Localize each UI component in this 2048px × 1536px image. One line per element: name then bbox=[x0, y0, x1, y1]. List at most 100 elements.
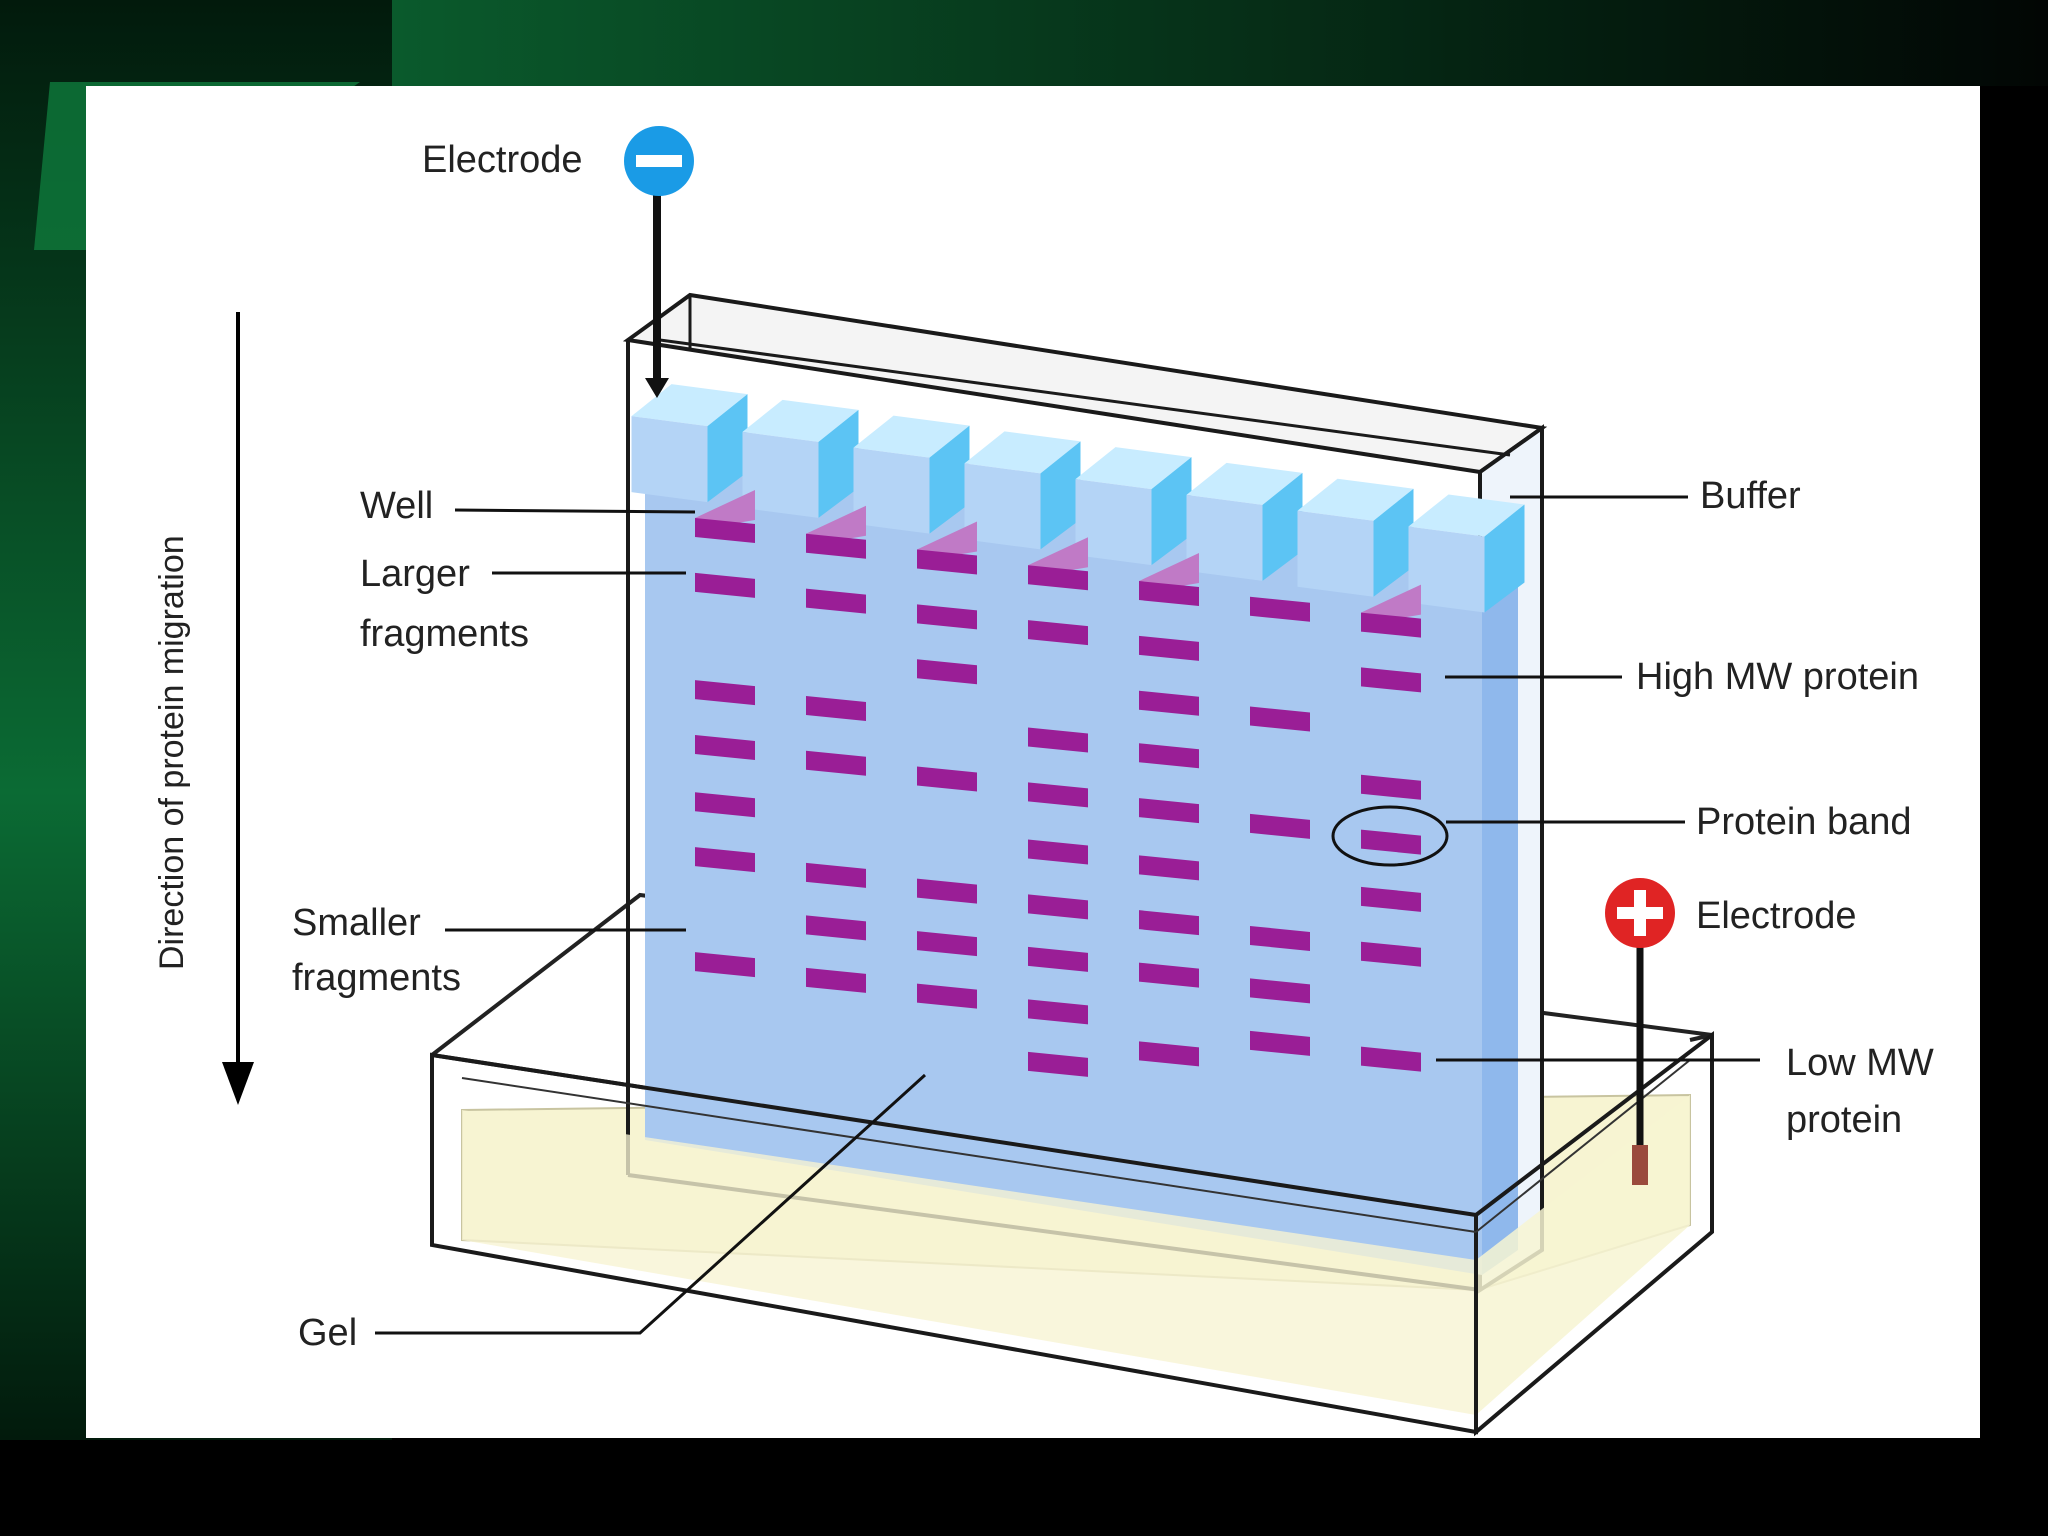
protein-band bbox=[806, 588, 866, 614]
protein-band bbox=[917, 931, 977, 957]
protein-band bbox=[806, 915, 866, 941]
protein-band bbox=[1139, 910, 1199, 936]
protein-band bbox=[1028, 839, 1088, 865]
well-tooth-top bbox=[1075, 447, 1192, 490]
labels: Well Larger fragments Smaller fragments … bbox=[292, 475, 1934, 1354]
gel-cassette bbox=[622, 292, 1548, 1294]
well-tooth-top bbox=[853, 415, 970, 458]
protein-band bbox=[1028, 782, 1088, 808]
smaller-label-line1: Smaller bbox=[292, 902, 421, 944]
protein-band bbox=[1361, 667, 1421, 693]
protein-band bbox=[1250, 596, 1310, 622]
protein-band bbox=[695, 518, 755, 543]
protein-band bbox=[1139, 635, 1199, 661]
well-tooth-front bbox=[1297, 510, 1374, 597]
protein-band bbox=[917, 766, 977, 792]
protein-band bbox=[1250, 1030, 1310, 1056]
protein-band bbox=[1139, 962, 1199, 988]
well-tooth-top bbox=[964, 431, 1081, 474]
direction-arrow-head bbox=[222, 1062, 254, 1105]
protein-band bbox=[1139, 855, 1199, 881]
gel-label: Gel bbox=[298, 1312, 357, 1354]
well-tooth-side bbox=[818, 409, 859, 518]
well-tooth-side bbox=[929, 425, 970, 534]
well-tooth-front bbox=[1186, 494, 1263, 581]
protein-band bbox=[806, 750, 866, 776]
larger-label-line2: fragments bbox=[360, 613, 529, 655]
low-mw-label-line1: Low MW bbox=[1786, 1042, 1934, 1084]
negative-electrode-label: Electrode bbox=[422, 139, 583, 181]
protein-band bbox=[1361, 612, 1421, 638]
low-mw-label-line2: protein bbox=[1786, 1099, 1902, 1141]
protein-band bbox=[1250, 925, 1310, 951]
well-tooth-top bbox=[1408, 494, 1525, 537]
protein-band-highlight bbox=[1331, 805, 1449, 867]
protein-band bbox=[1250, 706, 1310, 732]
well-tooth-front bbox=[631, 416, 708, 503]
cassette-back-inner-2 bbox=[659, 338, 1511, 457]
protein-band bbox=[1028, 565, 1088, 591]
well-label: Well bbox=[360, 485, 433, 527]
leader-lines bbox=[375, 495, 1760, 1335]
protein-band bbox=[806, 967, 866, 993]
direction-arrow: Direction of protein migration bbox=[153, 312, 254, 1105]
protein-band-label: Protein band bbox=[1696, 801, 1912, 843]
protein-band bbox=[695, 792, 755, 818]
protein-band bbox=[695, 572, 755, 598]
well-leader bbox=[454, 508, 696, 514]
plus-icon bbox=[1634, 890, 1646, 936]
protein-band bbox=[917, 878, 977, 904]
gel-leader bbox=[375, 1073, 927, 1335]
protein-band bbox=[1361, 941, 1421, 967]
bands-group bbox=[695, 518, 1421, 1077]
protein-band bbox=[1250, 978, 1310, 1004]
buffer-fill-front bbox=[462, 1110, 1476, 1415]
smaller-label-line2: fragments bbox=[292, 957, 461, 999]
protein-band bbox=[1361, 886, 1421, 912]
protein-band bbox=[806, 695, 866, 721]
negative-electrode-tip bbox=[645, 378, 669, 398]
well-tooth-front bbox=[1408, 526, 1485, 613]
protein-band bbox=[695, 680, 755, 706]
protein-band bbox=[695, 735, 755, 761]
well-tooth-side bbox=[1484, 504, 1525, 613]
positive-electrode-tip bbox=[1632, 1145, 1648, 1185]
well-tooth-top bbox=[1297, 478, 1414, 521]
well-tooth-top bbox=[742, 399, 859, 442]
well-tooth-top bbox=[631, 384, 748, 427]
protein-band bbox=[917, 549, 977, 575]
protein-band bbox=[1250, 813, 1310, 839]
direction-label: Direction of protein migration bbox=[153, 535, 191, 970]
well-tooth-side bbox=[1040, 441, 1081, 550]
tank-inner-rim bbox=[461, 1077, 1477, 1233]
well-tooth-front bbox=[742, 431, 819, 518]
protein-band bbox=[1139, 690, 1199, 716]
negative-electrode: Electrode bbox=[422, 126, 694, 398]
protein-band bbox=[1361, 829, 1421, 855]
protein-band bbox=[695, 952, 755, 978]
protein-band bbox=[1361, 774, 1421, 800]
positive-electrode: Electrode bbox=[1605, 878, 1857, 1185]
protein-band bbox=[1139, 798, 1199, 824]
well-tooth-side bbox=[1262, 472, 1303, 581]
protein-band bbox=[1139, 1041, 1199, 1067]
well-tooth-front bbox=[964, 463, 1041, 550]
protein-band bbox=[1139, 581, 1199, 607]
protein-band bbox=[1139, 743, 1199, 769]
protein-band bbox=[1028, 1051, 1088, 1077]
protein-band bbox=[695, 847, 755, 873]
gel-right-face bbox=[1482, 520, 1518, 1275]
well-tooth-top bbox=[1186, 462, 1303, 505]
well-tooth-side bbox=[1373, 488, 1414, 597]
protein-band bbox=[806, 533, 866, 559]
tank-inner-rim-right bbox=[1475, 1059, 1691, 1233]
positive-electrode-label: Electrode bbox=[1696, 895, 1857, 937]
well-tooth-front bbox=[853, 447, 930, 534]
protein-band bbox=[917, 983, 977, 1009]
protein-band bbox=[806, 862, 866, 888]
protein-band bbox=[1028, 620, 1088, 646]
slide-green-band-top bbox=[392, 0, 2048, 86]
well-tooth-front bbox=[1075, 479, 1152, 566]
protein-band bbox=[1028, 946, 1088, 972]
